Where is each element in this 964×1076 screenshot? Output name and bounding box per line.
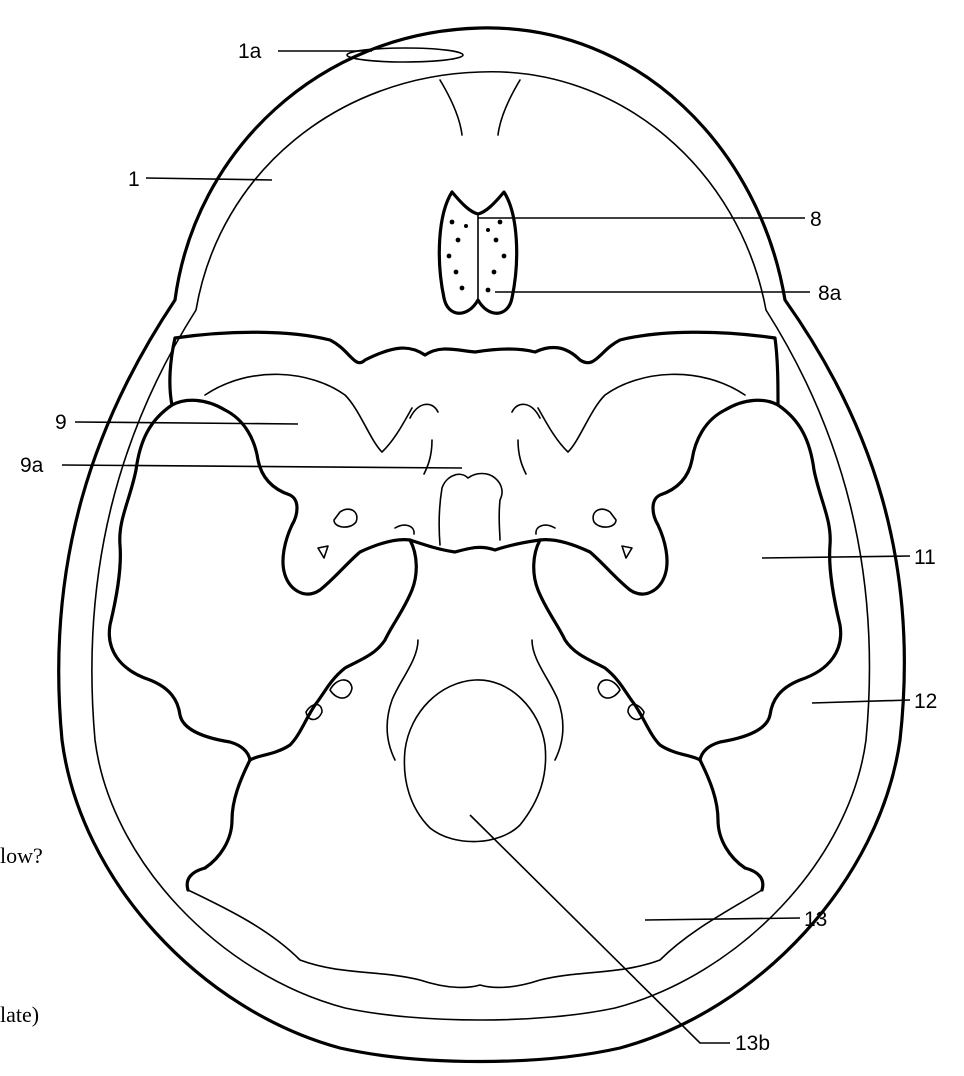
label-12: 12: [914, 690, 937, 713]
sella-turcica: [439, 474, 502, 546]
left-foramen-spinosum: [318, 546, 328, 558]
label-13b: 13b: [735, 1032, 770, 1055]
sphenoid-lesser-wings: [170, 332, 778, 405]
right-petrous-ridge: [534, 540, 745, 868]
anterior-clinoid: [410, 404, 540, 474]
label-9: 9: [55, 411, 67, 434]
label-1a: 1a: [238, 40, 262, 63]
label-1: 1: [128, 168, 140, 191]
label-11: 11: [914, 546, 936, 569]
label-13: 13: [804, 908, 827, 931]
skull-outer-outline: [59, 28, 905, 1062]
left-foramen-ovale: [334, 509, 357, 527]
cropped-text-line-1: low?: [0, 843, 43, 869]
frontal-sinus: [347, 48, 463, 62]
cribriform-plate: [439, 192, 516, 313]
clivus: [387, 640, 563, 760]
left-temporal-fossa: [109, 400, 410, 760]
occipital-outline: [187, 868, 763, 890]
right-foramen-ovale: [593, 509, 616, 527]
right-temporal-fossa: [540, 400, 841, 760]
right-foramen-spinosum: [622, 546, 632, 558]
label-8a: 8a: [818, 282, 842, 305]
foramen-magnum: [404, 680, 545, 842]
left-petrous-ridge: [205, 540, 416, 868]
frontal-crest: [440, 80, 520, 135]
label-9a: 9a: [20, 454, 44, 477]
middle-fossa-curve: [205, 374, 745, 452]
label-8: 8: [810, 208, 822, 231]
occipital-inner-curve: [188, 890, 762, 987]
dorsum-sellae: [410, 540, 540, 552]
cropped-text-line-2: late): [0, 1002, 39, 1028]
